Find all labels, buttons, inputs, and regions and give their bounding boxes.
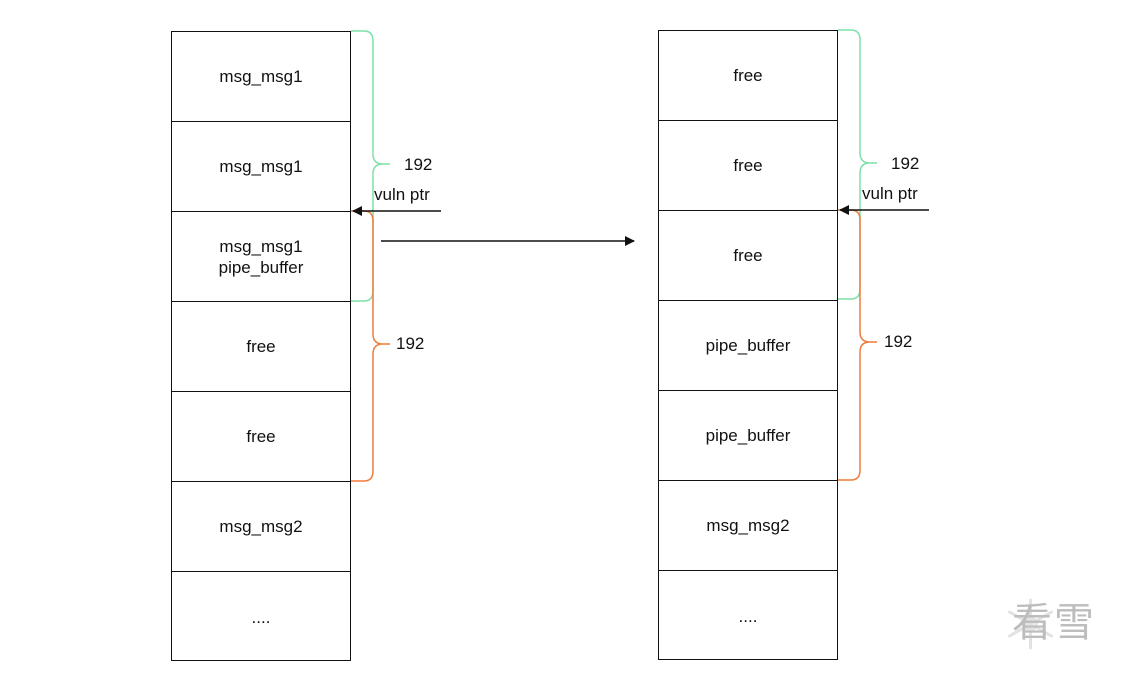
left-cell-7-text: ....	[251, 607, 271, 627]
left-green-brace-label: 192	[404, 155, 433, 174]
left-cell-2: msg_msg1	[172, 122, 350, 212]
left-cell-2-text: msg_msg1	[219, 157, 303, 176]
right-vuln-ptr-label: vuln ptr	[862, 184, 918, 203]
snowflake-logo-icon	[1008, 598, 1053, 650]
right-cell-7-text: ....	[738, 606, 758, 626]
right-cell-5-text: pipe_buffer	[705, 426, 791, 445]
left-cell-5-text: free	[246, 427, 276, 446]
right-cell-4: pipe_buffer	[659, 301, 837, 391]
right-cell-5: pipe_buffer	[659, 391, 837, 481]
left-cell-4: free	[172, 302, 350, 392]
left-vuln-ptr-label: vuln ptr	[374, 185, 430, 204]
right-cell-2: free	[659, 121, 837, 211]
left-cell-3-text-line1: msg_msg1	[219, 236, 303, 256]
left-cell-1-text: msg_msg1	[219, 67, 303, 86]
right-cell-6-text: msg_msg2	[706, 516, 790, 535]
left-memory-column: msg_msg1 msg_msg1 msg_msg1 pipe_buffer f…	[171, 31, 351, 661]
left-cell-5: free	[172, 392, 350, 482]
left-orange-brace-label: 192	[396, 334, 425, 353]
right-green-brace	[838, 29, 877, 300]
watermark-text: 看雪	[1012, 600, 1096, 646]
right-cell-1-text: free	[733, 66, 763, 85]
right-cell-1: free	[659, 31, 837, 121]
left-cell-4-text: free	[246, 337, 276, 356]
left-cell-7: ....	[172, 572, 350, 662]
left-cell-6: msg_msg2	[172, 482, 350, 572]
right-memory-column: free free free pipe_buffer pipe_buffer m…	[658, 30, 838, 660]
left-green-brace	[351, 30, 390, 302]
right-cell-6: msg_msg2	[659, 481, 837, 571]
left-orange-brace	[351, 210, 390, 482]
left-cell-1: msg_msg1	[172, 32, 350, 122]
left-cell-6-text: msg_msg2	[219, 517, 303, 536]
right-green-brace-label: 192	[891, 154, 920, 173]
right-cell-3: free	[659, 211, 837, 301]
right-cell-2-text: free	[733, 156, 763, 175]
left-cell-3-text-line2: pipe_buffer	[218, 257, 304, 277]
right-orange-brace	[838, 209, 877, 481]
right-orange-brace-label: 192	[884, 332, 913, 351]
right-cell-7: ....	[659, 571, 837, 661]
right-cell-3-text: free	[733, 246, 763, 265]
right-cell-4-text: pipe_buffer	[705, 336, 791, 355]
left-cell-3: msg_msg1 pipe_buffer	[172, 212, 350, 302]
